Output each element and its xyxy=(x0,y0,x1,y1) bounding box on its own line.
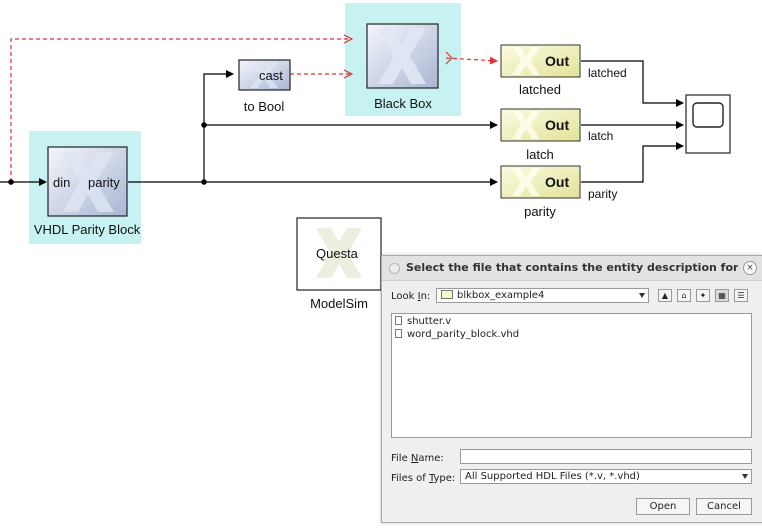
cast-block-name[interactable]: to Bool xyxy=(243,99,285,114)
file-name: word_parity_block.vhd xyxy=(407,329,520,340)
out-parity-name[interactable]: parity xyxy=(524,204,556,219)
file-name: shutter.v xyxy=(407,316,452,327)
file-icon xyxy=(395,316,402,325)
modelsim-block-text: Questa xyxy=(316,246,358,261)
out-block-latch[interactable] xyxy=(500,108,581,142)
modelsim-block-name[interactable]: ModelSim xyxy=(310,296,368,311)
file-type-value: All Supported HDL Files (*.v, *.vhd) xyxy=(465,471,640,482)
out-latched-text: Out xyxy=(545,53,570,69)
dialog-title-bar[interactable]: Select the file that contains the entity… xyxy=(382,256,762,281)
look-in-label: Look In: xyxy=(391,291,431,302)
out-latched-name[interactable]: latched xyxy=(519,82,561,97)
junction-dot xyxy=(201,179,207,185)
out-parity-text: Out xyxy=(545,174,570,190)
list-item[interactable]: shutter.v xyxy=(395,316,451,328)
out-latch-name[interactable]: latch xyxy=(526,147,554,162)
cast-block[interactable] xyxy=(238,59,291,91)
file-list[interactable]: shutter.v word_parity_block.vhd xyxy=(391,313,752,438)
vhdl-parity-in-port: din xyxy=(53,175,71,190)
out-block-parity[interactable] xyxy=(500,165,581,199)
window-menu-icon[interactable] xyxy=(389,263,400,274)
cancel-button[interactable]: Cancel xyxy=(696,498,752,515)
scope-screen-icon xyxy=(692,102,724,128)
file-name-input[interactable] xyxy=(460,449,752,464)
black-box-output-port xyxy=(445,51,453,65)
out-block-latched[interactable] xyxy=(500,44,581,78)
list-item[interactable]: word_parity_block.vhd xyxy=(395,329,519,341)
file-chooser-dialog: Select the file that contains the entity… xyxy=(381,255,762,523)
junction-dot xyxy=(8,179,14,185)
dialog-title: Select the file that contains the entity… xyxy=(406,261,738,274)
up-folder-icon[interactable]: ▲ xyxy=(658,289,672,302)
xilinx-logo-icon xyxy=(512,111,540,139)
list-view-icon[interactable]: ▦ xyxy=(715,289,729,302)
file-type-label: Files of Type: xyxy=(391,473,456,484)
xilinx-logo-icon xyxy=(512,47,540,75)
new-folder-icon[interactable]: ✦ xyxy=(696,289,710,302)
look-in-value: blkbox_example4 xyxy=(457,290,545,301)
folder-icon xyxy=(441,290,453,299)
dashed-signals xyxy=(10,39,498,182)
black-box-block-name[interactable]: Black Box xyxy=(374,96,432,111)
xilinx-logo-icon xyxy=(378,28,426,84)
chevron-down-icon xyxy=(639,293,645,298)
cast-block-text: cast xyxy=(259,68,283,83)
xilinx-logo-icon xyxy=(250,62,278,88)
open-button[interactable]: Open xyxy=(636,498,690,515)
junction-dot xyxy=(201,122,207,128)
file-name-label: File Name: xyxy=(391,453,444,464)
xilinx-logo-icon xyxy=(512,168,540,196)
scope-block[interactable] xyxy=(685,94,731,154)
xilinx-logo-icon xyxy=(316,228,362,278)
vhdl-parity-block-name[interactable]: VHDL Parity Block xyxy=(33,222,141,237)
out-latch-text: Out xyxy=(545,117,570,133)
close-icon[interactable]: × xyxy=(743,261,757,275)
chevron-down-icon xyxy=(742,474,748,479)
details-view-icon[interactable]: ☰ xyxy=(734,289,748,302)
file-type-select[interactable]: All Supported HDL Files (*.v, *.vhd) xyxy=(460,469,752,484)
look-in-combo[interactable]: blkbox_example4 xyxy=(436,288,649,303)
modelsim-block[interactable] xyxy=(296,217,382,291)
xilinx-logo-icon xyxy=(62,152,114,212)
home-icon[interactable]: ⌂ xyxy=(677,289,691,302)
vhdl-parity-block[interactable] xyxy=(47,146,128,217)
solid-signals xyxy=(0,60,684,186)
vhdl-parity-out-port: parity xyxy=(88,175,120,190)
black-box-block[interactable] xyxy=(366,23,439,89)
signal-label-parity: parity xyxy=(588,187,618,201)
signal-label-latch: latch xyxy=(588,129,614,143)
signal-label-latched: latched xyxy=(588,66,627,80)
file-icon xyxy=(395,329,402,338)
